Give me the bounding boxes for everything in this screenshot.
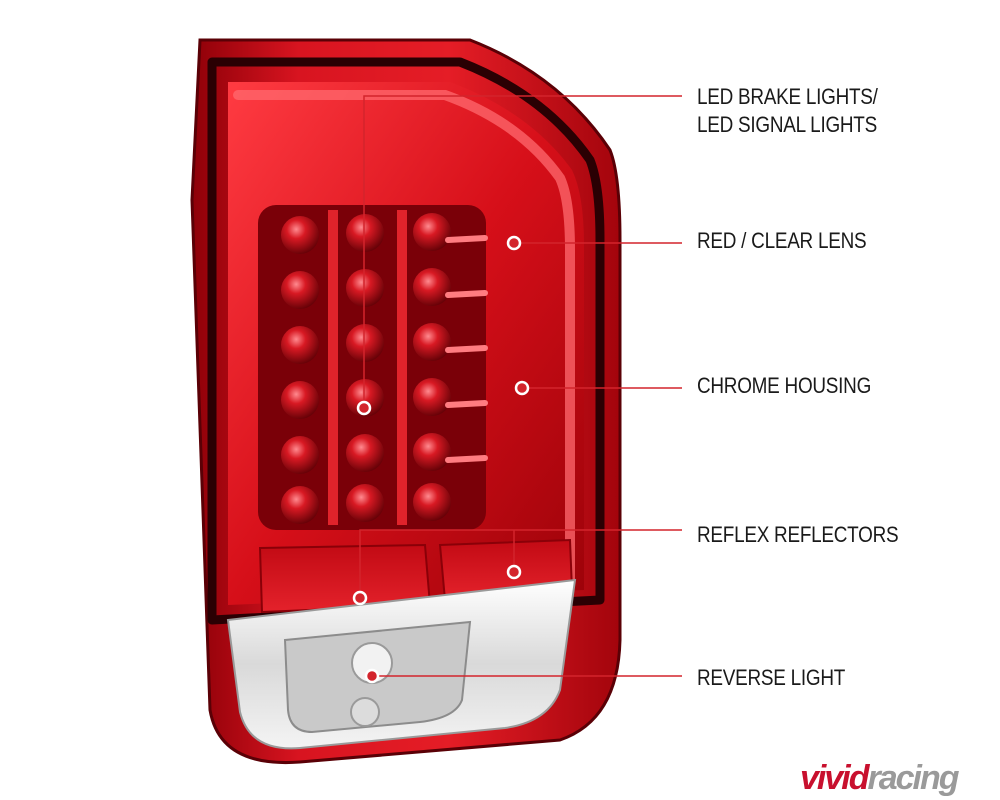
housing-rim [207,57,605,625]
led [413,433,451,471]
marker-dot [352,590,368,606]
callout-reverse-light: REVERSE LIGHT [697,665,846,690]
callout-markers [352,235,530,684]
led [346,269,384,307]
led-stems [445,235,488,463]
callout-red-clear-lens: RED / CLEAR LENS [697,228,867,253]
marker-dot [514,380,530,396]
callout-line-2: LED SIGNAL LIGHTS [697,112,877,137]
led [346,434,384,472]
led [413,483,451,521]
led [413,213,451,251]
marker-dot [356,400,372,416]
led [413,378,451,416]
led-column-2 [346,214,384,522]
led [281,486,319,524]
marker-dot [364,668,380,684]
led-column-1 [281,216,319,524]
led [413,268,451,306]
led [281,436,319,474]
led [281,326,319,364]
led [346,214,384,252]
led [413,323,451,361]
watermark-part-2: racing [867,759,959,797]
led [281,381,319,419]
reverse-bulb-secondary [350,697,380,727]
column-divider [328,210,338,525]
callout-chrome-housing: CHROME HOUSING [697,373,872,398]
watermark-part-1: vivid [800,759,869,797]
led-cluster [258,205,486,530]
led [346,379,384,417]
led [281,271,319,309]
marker-dot [506,235,522,251]
callout-reflex-reflectors: REFLEX REFLECTORS [697,522,899,547]
led-column-3 [413,213,451,521]
marker-dot [506,564,522,580]
led [346,484,384,522]
light-bar [233,90,575,590]
led-grid [281,213,488,524]
brand-watermark: vividracing [800,758,1000,798]
led [346,324,384,362]
callout-lines [359,95,682,677]
callout-led-brake-lights: LED BRAKE LIGHTS/ LED SIGNAL LIGHTS [697,83,878,139]
callout-line-1: LED BRAKE LIGHTS/ [697,84,878,109]
column-divider [397,210,407,525]
led [281,216,319,254]
